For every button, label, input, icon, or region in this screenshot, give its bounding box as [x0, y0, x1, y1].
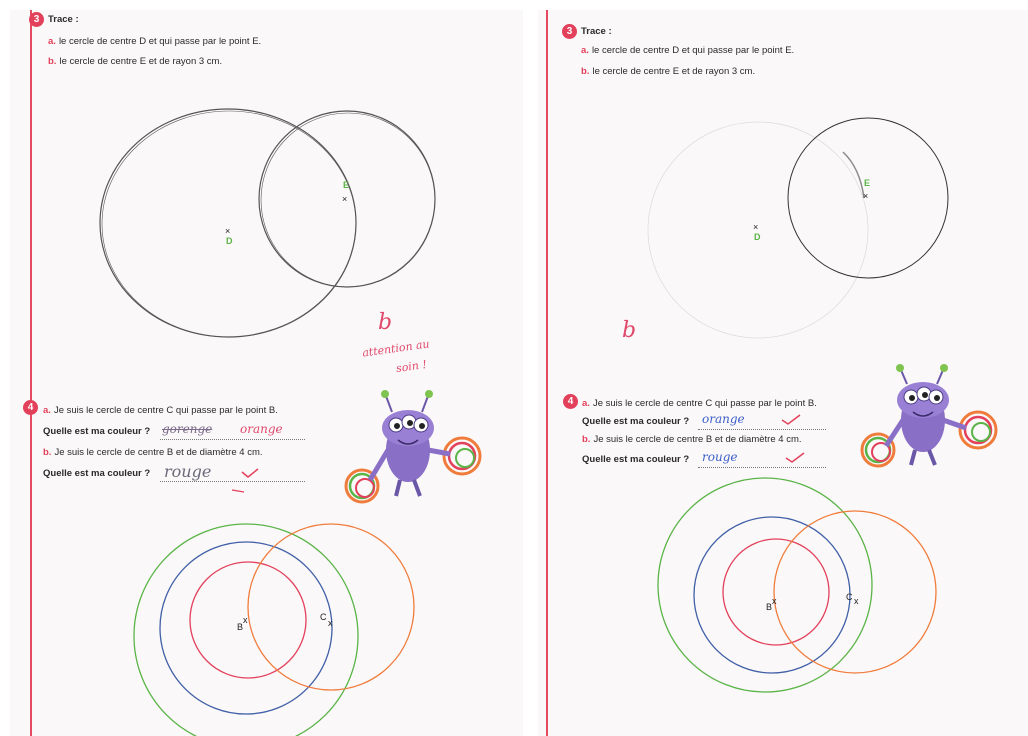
instruction-a: a.Je suis le cercle de centre C qui pass… — [43, 405, 278, 416]
circle-green — [657, 477, 873, 693]
point-c-label: C — [320, 612, 327, 622]
mascot-icon — [344, 390, 482, 504]
point-b-label: B — [766, 602, 772, 612]
instruction-b: b.Je suis le cercle de centre B et de di… — [582, 434, 802, 445]
ex3-drawing: E × × D B x C x — [647, 117, 998, 693]
answer-1-crossed-out: gorenge — [162, 422, 213, 436]
instruction-b: b.le cercle de centre E et de rayon 3 cm… — [581, 66, 755, 77]
point-b-cross: x — [243, 615, 248, 625]
answer-check-marks — [231, 468, 259, 493]
check-icon — [781, 414, 801, 425]
circle-e — [787, 117, 949, 279]
instruction-a: a.le cercle de centre D et qui passe par… — [581, 45, 794, 56]
check-icon — [241, 468, 259, 478]
answer-2: rouge — [702, 450, 738, 464]
item-marker: a. — [48, 36, 56, 47]
pencil-arc — [842, 151, 865, 199]
margin-line — [546, 10, 548, 736]
correction-stroke — [231, 489, 245, 493]
item-marker: b. — [581, 66, 590, 77]
teacher-grade: b — [378, 310, 393, 335]
point-e-cross: × — [863, 191, 868, 201]
circle-orange — [247, 523, 415, 691]
worksheet-page-right: 3 Trace : a.le cercle de centre D et qui… — [538, 10, 1028, 736]
instruction-text: le cercle de centre E et de rayon 3 cm. — [592, 66, 756, 77]
check-icon — [785, 452, 805, 463]
circle-blue — [693, 516, 851, 674]
circle-d-faint — [647, 121, 869, 339]
mascot-icon — [860, 364, 998, 468]
answer-line-2 — [698, 466, 826, 468]
point-b-cross: x — [772, 596, 777, 606]
ex3-drawing: × D E × B x C x — [99, 108, 482, 736]
item-marker: b. — [43, 447, 52, 458]
question-1: Quelle est ma couleur ? — [43, 426, 151, 437]
instruction-text: le cercle de centre E et de rayon 3 cm. — [59, 56, 223, 67]
point-d-label: D — [226, 236, 233, 246]
answer-2: rouge — [164, 462, 212, 481]
instruction-b: b.le cercle de centre E et de rayon 3 cm… — [48, 56, 222, 67]
point-c-label: C — [846, 592, 853, 602]
point-d-cross: × — [225, 226, 230, 236]
instruction-text: le cercle de centre D et qui passe par l… — [591, 45, 795, 56]
exercise-number-badge: 4 — [563, 394, 578, 409]
answer-check-marks — [781, 414, 805, 463]
circle-red — [189, 561, 307, 679]
item-marker: a. — [581, 45, 589, 56]
item-marker: b. — [582, 434, 591, 445]
point-e-label: E — [864, 178, 870, 188]
circle-orange — [773, 510, 937, 674]
circle-green — [133, 523, 359, 736]
instruction-text: Je suis le cercle de centre C qui passe … — [53, 405, 278, 416]
instruction-text: Je suis le cercle de centre B et de diam… — [593, 434, 802, 445]
instruction-text: le cercle de centre D et qui passe par l… — [58, 36, 262, 47]
worksheet-page-left: 3 Trace : a.le cercle de centre D et qui… — [10, 10, 523, 736]
instruction-b: b.Je suis le cercle de centre B et de di… — [43, 447, 263, 458]
teacher-grade: b — [622, 318, 637, 343]
circle-red — [722, 538, 830, 646]
answer-line-2 — [160, 480, 305, 482]
point-c-cross: x — [854, 596, 859, 606]
instruction-a: a.Je suis le cercle de centre C qui pass… — [582, 398, 817, 409]
point-e-cross: × — [342, 194, 347, 204]
exercise-number-badge: 3 — [29, 12, 44, 27]
point-b-label: B — [237, 622, 243, 632]
item-marker: b. — [48, 56, 57, 67]
answer-line-1 — [698, 428, 826, 430]
point-d-cross: × — [753, 222, 758, 232]
question-2: Quelle est ma couleur ? — [582, 454, 690, 465]
question-1: Quelle est ma couleur ? — [582, 416, 690, 427]
instruction-text: Je suis le cercle de centre B et de diam… — [54, 447, 263, 458]
answer-1: orange — [702, 412, 745, 426]
circle-e-pencil-retrace — [260, 112, 436, 288]
margin-line — [30, 10, 32, 736]
answer-1: orange — [240, 422, 283, 436]
point-e-label: E — [343, 180, 349, 190]
circle-blue — [159, 541, 333, 715]
question-2: Quelle est ma couleur ? — [43, 468, 151, 479]
circle-d-pencil-retrace — [101, 110, 357, 338]
exercise-number-badge: 3 — [562, 24, 577, 39]
exercise-title: Trace : — [581, 26, 612, 37]
instruction-a: a.le cercle de centre D et qui passe par… — [48, 36, 261, 47]
exercise-title: Trace : — [48, 14, 79, 25]
item-marker: a. — [582, 398, 590, 409]
exercise-number-badge: 4 — [23, 400, 38, 415]
point-c-cross: x — [328, 618, 333, 628]
point-d-label: D — [754, 232, 761, 242]
instruction-text: Je suis le cercle de centre C qui passe … — [592, 398, 817, 409]
answer-line-1 — [160, 438, 305, 440]
item-marker: a. — [43, 405, 51, 416]
